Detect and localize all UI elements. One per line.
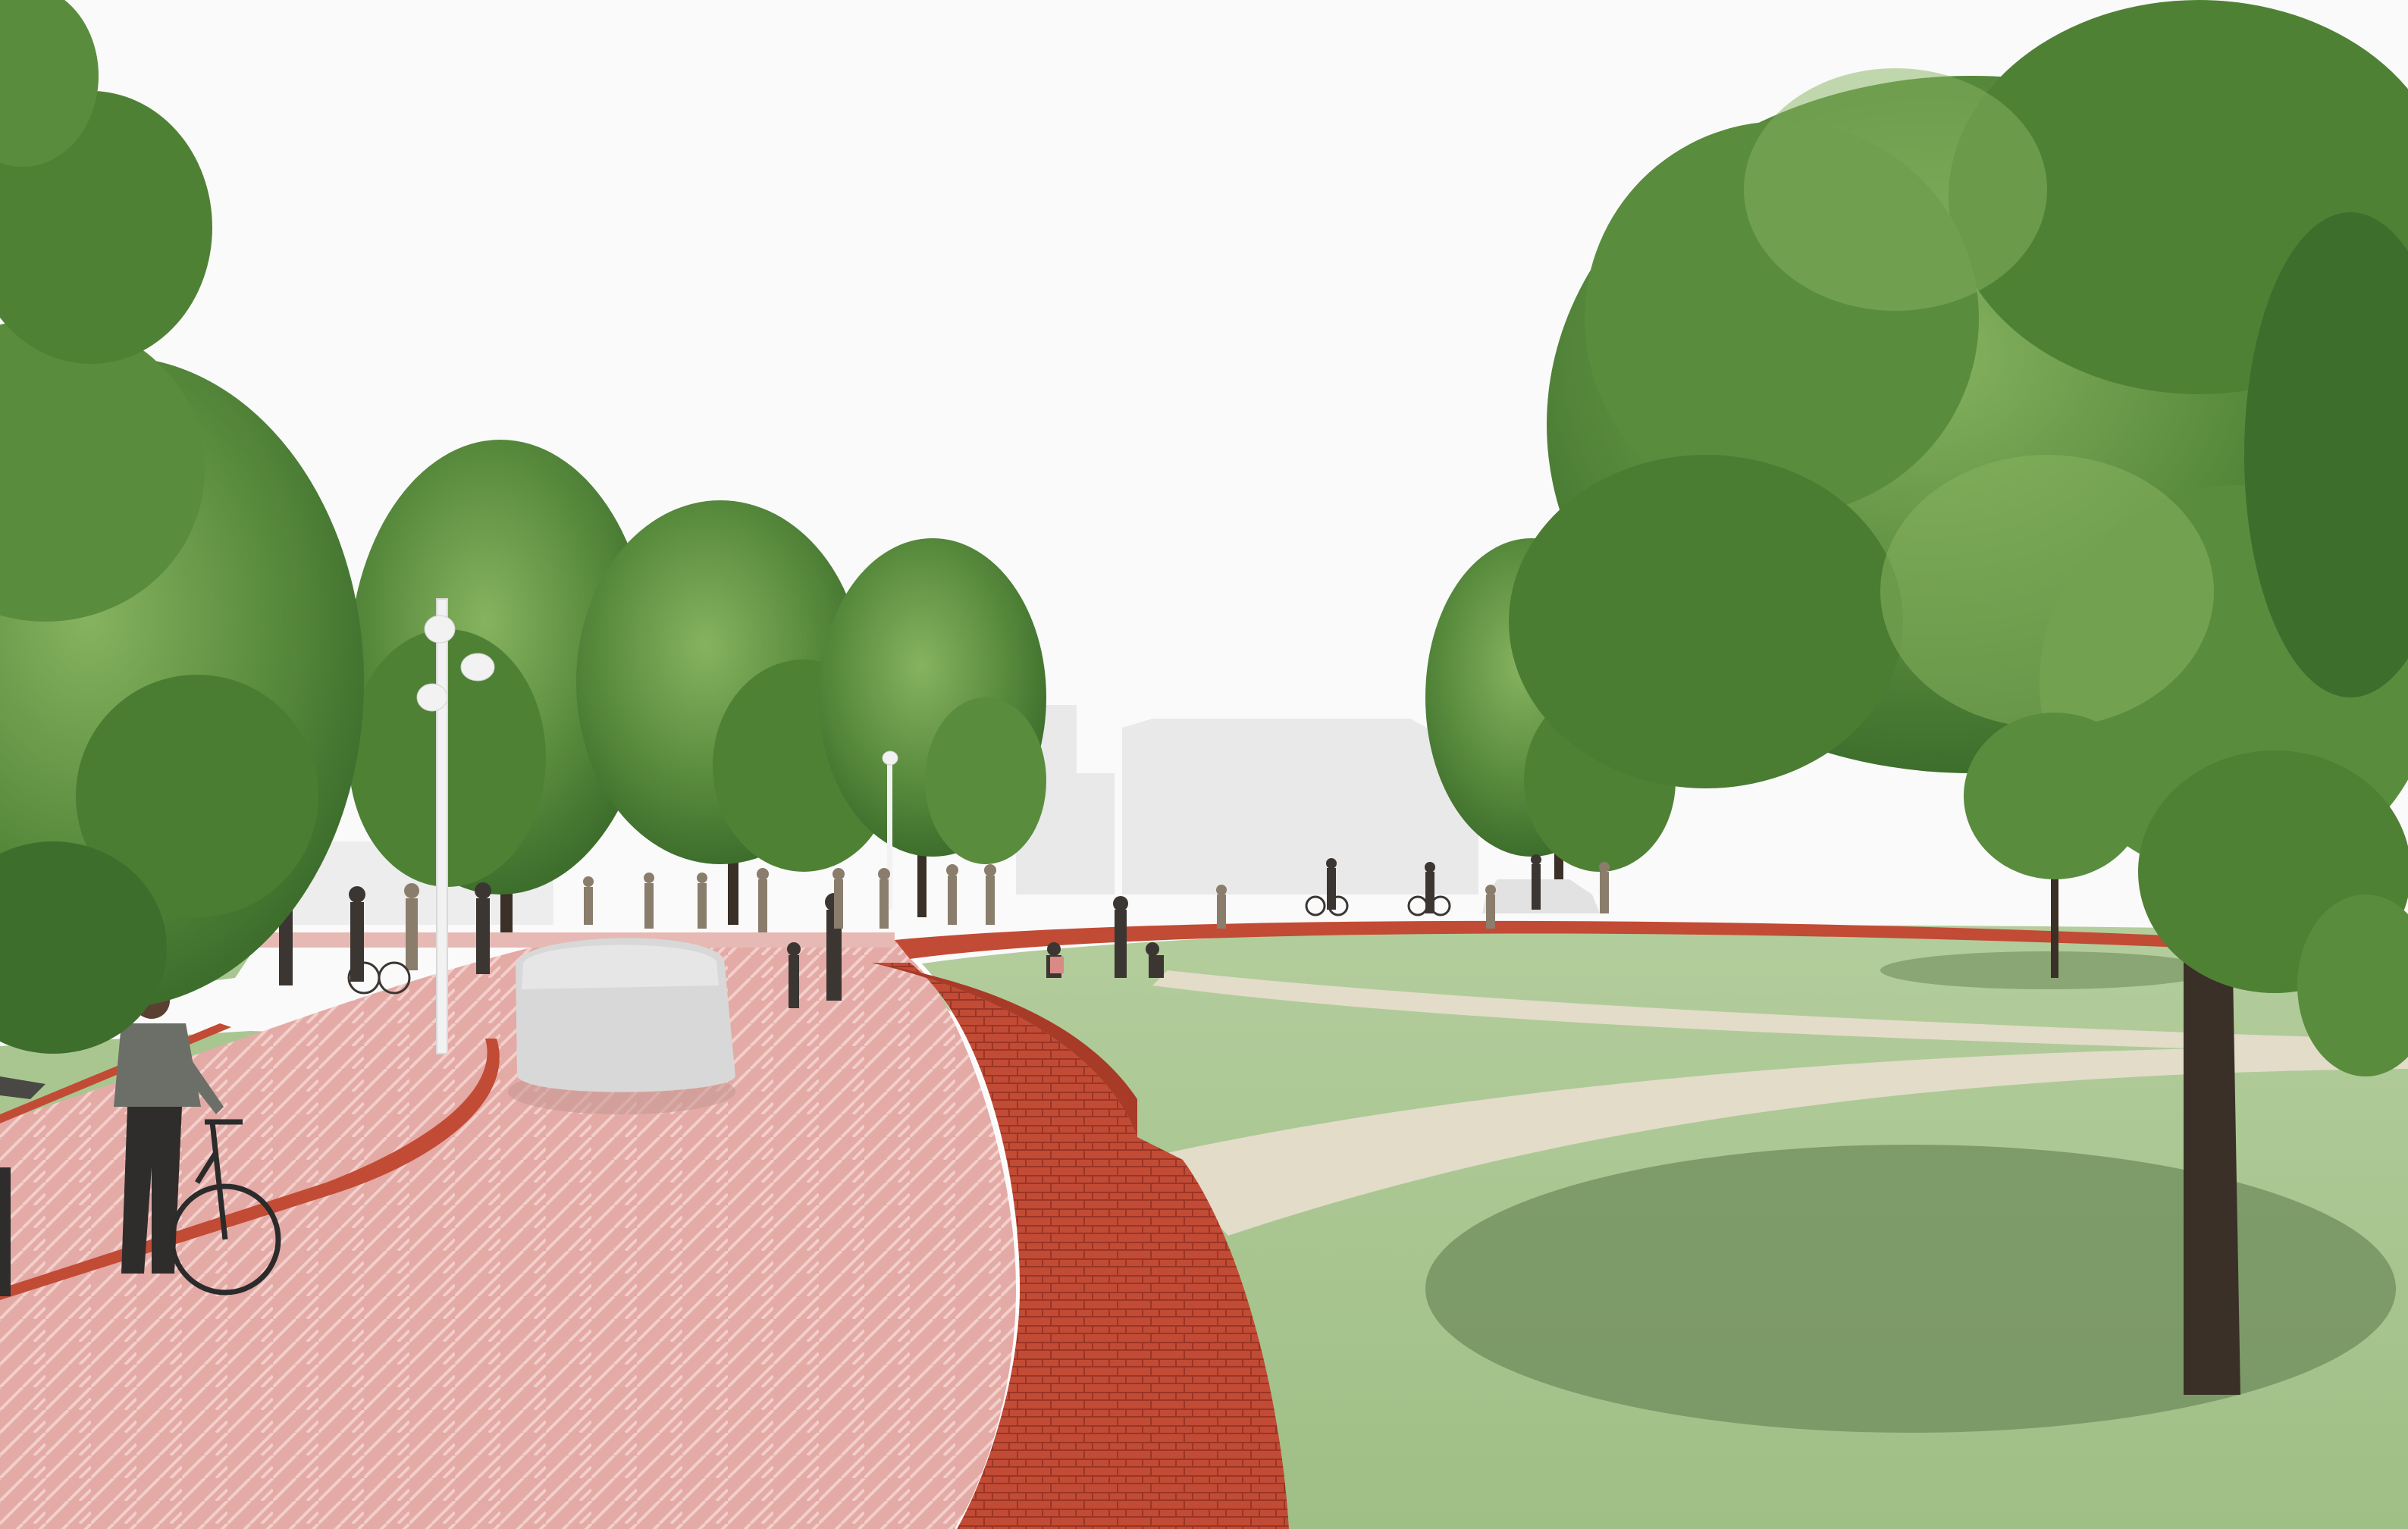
man-with-bicycle xyxy=(114,982,281,1296)
lamp-post-left xyxy=(416,598,495,1054)
brick-seating-wall xyxy=(872,963,1289,1529)
tree-row-center xyxy=(349,440,1046,940)
paved-promenade xyxy=(0,940,1016,1529)
tree-right-large xyxy=(1509,0,2408,1395)
vehicle-block xyxy=(508,938,735,1114)
curb-left xyxy=(0,1039,500,1300)
distant-car xyxy=(1482,879,1600,913)
tree-shadow xyxy=(1425,1145,2396,1433)
distant-bicycles xyxy=(347,895,1451,995)
gravel-path-secondary xyxy=(1152,970,2366,1054)
tree-shadow-far xyxy=(1880,951,2214,989)
tree-left-large xyxy=(0,0,364,1054)
left-edge-person xyxy=(0,1076,45,1296)
lamp-post-center xyxy=(882,750,898,910)
trees-far-right xyxy=(1964,713,2146,978)
crowd xyxy=(277,854,1610,1008)
gravel-path-main xyxy=(1152,1046,2408,1236)
brick-wall-far xyxy=(895,920,2184,959)
brick-wall-top xyxy=(872,963,1137,1137)
